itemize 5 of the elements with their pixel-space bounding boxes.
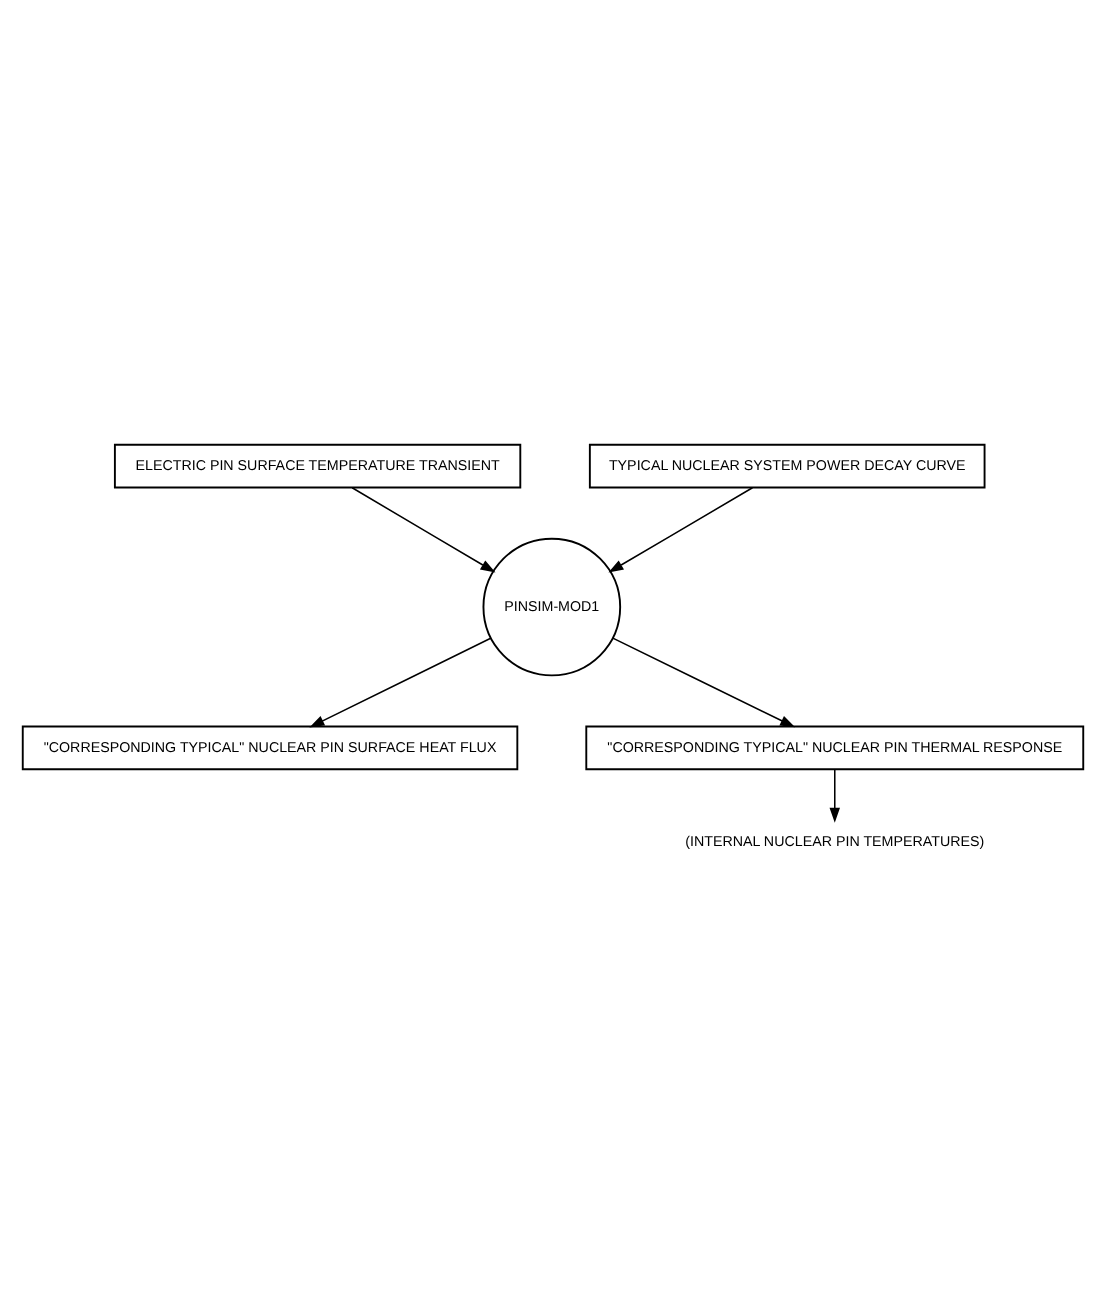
arrow xyxy=(608,486,754,572)
arrow xyxy=(829,767,841,822)
arrow xyxy=(351,486,496,572)
arrow xyxy=(612,636,796,727)
arrow xyxy=(309,636,492,727)
